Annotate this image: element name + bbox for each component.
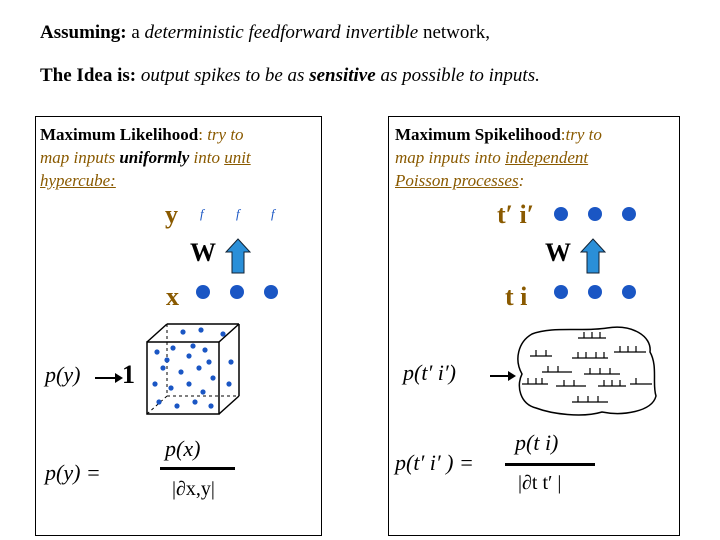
text: map inputs into: [395, 148, 506, 167]
colon: :: [198, 125, 203, 144]
left-title: Maximum Likelihood: [40, 125, 199, 144]
jacobian-denominator: |∂x,y|: [172, 478, 215, 500]
input-node: [264, 285, 278, 299]
header-text: a: [126, 22, 145, 43]
uniformly-word: uniformly: [119, 148, 190, 167]
independent-word: independent: [505, 148, 589, 167]
header-line-1: Assuming: a deterministic feedforward in…: [40, 22, 490, 44]
header-italic: as possible to inputs.: [375, 65, 540, 86]
fraction-bar: [505, 463, 595, 466]
unit-cube-diagram: [146, 323, 240, 415]
w-label: W: [545, 238, 571, 267]
unit-word: unit: [224, 148, 251, 167]
input-node: [588, 285, 602, 299]
arrow-right-icon: [95, 373, 123, 383]
up-arrow-icon: [580, 238, 606, 274]
header-italic: output spikes to be as: [136, 65, 310, 86]
x-label: x: [166, 282, 179, 311]
title-tail: try to: [202, 125, 244, 144]
output-node: [588, 207, 602, 221]
f-icon: f: [200, 206, 204, 221]
output-spikes-label: t′ i′: [497, 200, 535, 229]
right-title: Maximum Spikelihood: [395, 125, 561, 144]
header-text: network,: [418, 22, 490, 43]
input-node: [230, 285, 244, 299]
one-label: 1: [122, 360, 135, 389]
header-italic: deterministic feedforward invertible: [144, 22, 419, 43]
poisson-word: Poisson processes: [395, 171, 519, 190]
pti-eq-lhs: p(t′ i′ ) =: [395, 450, 474, 475]
header-line-2: The Idea is: output spikes to be as sens…: [40, 65, 540, 87]
text: into: [189, 148, 225, 167]
sensitive-word: sensitive: [309, 65, 376, 86]
px-numerator: p(x): [165, 436, 201, 461]
right-panel: [388, 116, 680, 536]
pti-label: p(t′ i′): [403, 360, 457, 385]
right-title-line3: Poisson processes:: [395, 170, 524, 192]
title-tail: try to: [565, 125, 602, 144]
right-title-line2: map inputs into independent: [395, 147, 588, 169]
output-node: [622, 207, 636, 221]
spike-train-cloud-diagram: [517, 326, 657, 416]
input-node: [196, 285, 210, 299]
colon: :: [560, 125, 566, 144]
text: map inputs: [40, 148, 120, 167]
idea-label: The Idea is:: [40, 65, 137, 86]
left-panel: [35, 116, 322, 536]
py-eq-lhs: p(y) =: [45, 460, 101, 485]
f-icon: f: [271, 206, 275, 221]
f-icon: f: [236, 206, 240, 221]
left-title-line1: Maximum Likelihood: try to: [40, 124, 244, 146]
colon: :: [518, 171, 525, 190]
pti-numerator: p(t i): [515, 430, 559, 455]
w-label: W: [190, 238, 216, 267]
assuming-label: Assuming:: [40, 22, 127, 43]
jacobian-denominator: |∂t t′ |: [518, 472, 562, 494]
left-title-line3: hypercube:: [40, 171, 116, 190]
y-label: y: [165, 200, 178, 229]
input-node: [622, 285, 636, 299]
fraction-bar: [160, 467, 235, 470]
output-node: [554, 207, 568, 221]
right-title-line1: Maximum Spikelihood:try to: [395, 124, 602, 146]
left-title-line2: map inputs uniformly into unit: [40, 147, 251, 169]
arrow-right-icon: [490, 371, 516, 381]
input-spikes-label: t i: [505, 282, 528, 311]
py-label: p(y): [45, 362, 81, 387]
up-arrow-icon: [225, 238, 251, 274]
input-node: [554, 285, 568, 299]
